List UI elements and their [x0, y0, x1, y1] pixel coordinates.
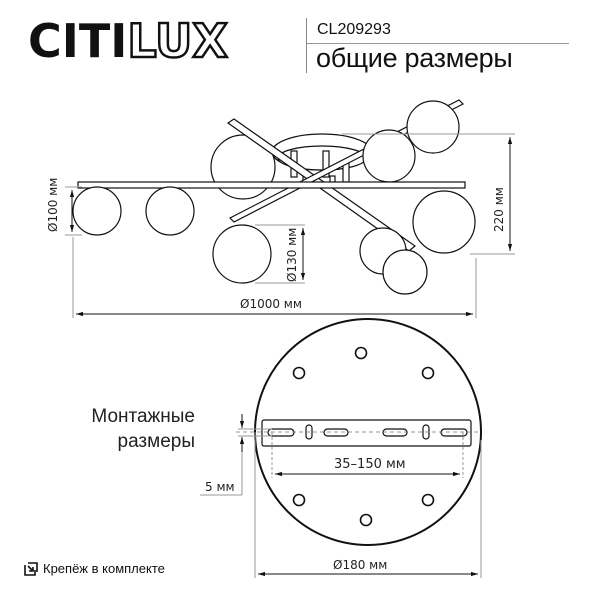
canopy-post: [322, 150, 330, 178]
dim-mount-spacing: 35–150 мм: [334, 457, 406, 472]
header-divider: [307, 43, 569, 44]
logo-solid-part: CITI: [28, 14, 128, 68]
dim-overall-diameter: Ø1000 мм: [240, 297, 302, 311]
globe-medium: [382, 249, 428, 295]
footer-text: Крепёж в комплекте: [43, 561, 165, 576]
footer-note: Крепёж в комплекте: [24, 561, 165, 576]
dimension-lines-top: [65, 133, 515, 318]
globe-large: [412, 190, 476, 254]
screw-hole: [421, 366, 435, 380]
dim-height: 220 мм: [492, 187, 506, 232]
logo-outline-part: LUX: [126, 14, 229, 68]
dim-base-diameter: Ø180 мм: [333, 558, 387, 572]
mounting-label-line1: Монтажные: [91, 406, 195, 427]
header-block: CL209293 общие размеры: [306, 18, 583, 73]
screw-hole: [292, 366, 306, 380]
screw-hole: [421, 493, 435, 507]
page-title: общие размеры: [316, 43, 513, 73]
mounting-base-view: [236, 318, 482, 546]
mounting-kit-icon: [24, 561, 38, 576]
globe-small: [145, 186, 195, 236]
dim-globe-small: Ø100 мм: [46, 178, 60, 232]
arm-horizontal: [77, 181, 466, 189]
mounting-label-line2: размеры: [117, 431, 195, 452]
globe-large: [212, 224, 272, 284]
dim-globe-large: Ø130 мм: [285, 228, 299, 282]
globe-small: [72, 186, 122, 236]
mounting-label: Монтажные размеры: [60, 404, 195, 454]
lamp-side-view: [72, 99, 476, 295]
dimension-lines-base: [200, 414, 482, 578]
screw-holes: [292, 346, 435, 527]
citilux-logo: CITILUX: [28, 17, 229, 66]
globe-medium: [406, 100, 460, 154]
screw-hole: [359, 513, 373, 527]
screw-hole: [292, 493, 306, 507]
screw-hole: [354, 346, 368, 360]
model-number: CL209293: [317, 21, 391, 38]
mounting-bracket: [261, 419, 472, 447]
bracket-slots: [267, 424, 468, 440]
dim-mount-offset: 5 мм: [205, 480, 235, 494]
globe-medium: [362, 129, 416, 183]
